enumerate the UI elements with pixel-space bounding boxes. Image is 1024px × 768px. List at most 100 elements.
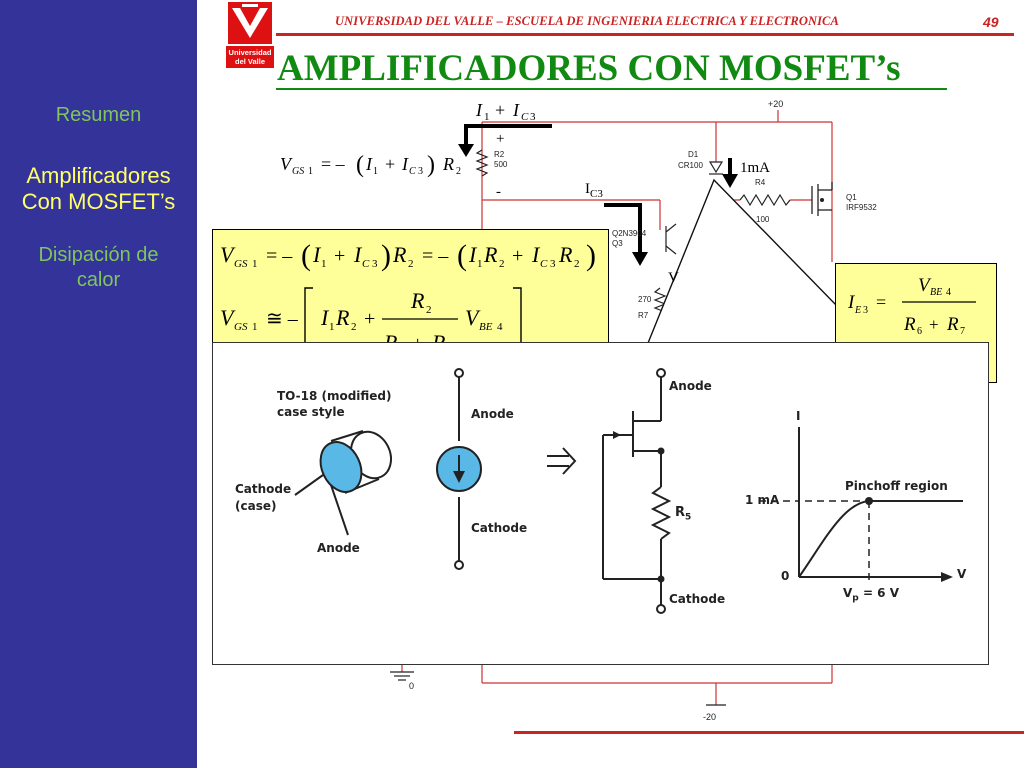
pinchoff-label: Pinchoff region — [845, 479, 948, 493]
svg-text:2: 2 — [426, 304, 432, 316]
page-number: 49 — [983, 14, 999, 30]
svg-text:4: 4 — [946, 287, 951, 298]
svg-text:2: 2 — [499, 258, 505, 270]
d1-ref-label: D1 — [688, 150, 699, 159]
svg-text:C: C — [409, 166, 416, 177]
svg-text:I: I — [365, 154, 373, 174]
current-label: 1mA — [740, 160, 770, 176]
svg-text:=: = — [876, 292, 886, 312]
sidebar-item-disipacion[interactable]: Disipación de calor — [0, 243, 197, 293]
axis-i-label: I — [796, 409, 801, 423]
i1-plus-ic3-label: I 1 + I C 3 — [475, 100, 536, 123]
svg-text:R: R — [335, 305, 350, 330]
svg-text:): ) — [427, 152, 435, 178]
svg-text:I: I — [531, 242, 541, 267]
svg-text:1: 1 — [373, 166, 378, 177]
anode-symbol-label: Anode — [471, 407, 514, 421]
cathode-symbol-label: Cathode — [471, 521, 528, 535]
svg-text:C: C — [540, 258, 548, 270]
svg-text:GS: GS — [234, 321, 248, 333]
cathode-case-label: Cathode — [235, 482, 292, 496]
svg-text:V: V — [220, 242, 236, 267]
svg-text:I: I — [320, 305, 330, 330]
logo-text: del Valle — [235, 57, 265, 66]
svg-text:I: I — [468, 242, 478, 267]
axis-zero-label: 0 — [781, 569, 790, 583]
svg-text:C: C — [521, 111, 529, 123]
header-rule — [276, 33, 1014, 36]
svg-text:3: 3 — [372, 258, 378, 270]
sidebar-item-label: Resumen — [55, 104, 142, 126]
title-underline — [276, 88, 947, 90]
svg-text:≅ –: ≅ – — [266, 308, 299, 330]
axis-v-label: V — [957, 567, 967, 581]
svg-text:+: + — [334, 245, 345, 267]
svg-text:1: 1 — [329, 321, 335, 333]
slide-title: AMPLIFICADORES CON MOSFET’s — [277, 48, 901, 89]
svg-text:1: 1 — [308, 166, 313, 177]
svg-text:(: ( — [457, 239, 467, 272]
svg-text:1: 1 — [252, 321, 258, 333]
r4-ref-label: R4 — [755, 178, 766, 187]
anode-package-label: Anode — [317, 541, 360, 555]
sidebar-item-label: calor — [76, 269, 121, 291]
svg-text:C: C — [362, 258, 370, 270]
svg-text:R: R — [558, 242, 573, 267]
svg-text:2: 2 — [408, 258, 414, 270]
university-header: UNIVERSIDAD DEL VALLE – ESCUELA DE INGEN… — [335, 14, 839, 28]
svg-text:+: + — [495, 100, 505, 120]
svg-text:1: 1 — [321, 258, 327, 270]
svg-text:E: E — [854, 305, 861, 316]
r7-value-label: 270 — [638, 295, 652, 304]
svg-text:I: I — [475, 100, 483, 120]
supply-pos-label: +20 — [768, 99, 783, 109]
sidebar-item-resumen[interactable]: Resumen — [0, 104, 197, 127]
svg-text:GS: GS — [234, 258, 248, 270]
r2-ref-label: R2 — [494, 150, 505, 159]
sidebar-item-label: Disipación de — [38, 244, 159, 266]
svg-text:3: 3 — [550, 258, 556, 270]
q1-part-label: IRF9532 — [846, 203, 877, 212]
svg-text:2: 2 — [574, 258, 580, 270]
svg-text:+: + — [929, 315, 939, 334]
svg-text:+: + — [385, 154, 395, 174]
svg-text:I: I — [401, 154, 409, 174]
svg-text:R: R — [442, 154, 454, 174]
svg-text:I: I — [353, 242, 363, 267]
svg-text:2: 2 — [351, 321, 357, 333]
svg-text:V: V — [465, 305, 481, 330]
svg-text:BE: BE — [479, 321, 493, 333]
r7-ref-label: R7 — [638, 311, 649, 320]
sidebar: Resumen Amplificadores Con MOSFET’s Disi… — [0, 0, 197, 768]
sidebar-item-label: Con MOSFET’s — [21, 188, 176, 214]
svg-text:(: ( — [356, 152, 364, 178]
footer-rule — [514, 731, 1024, 734]
v-label: V — [668, 270, 679, 286]
svg-text:V: V — [280, 154, 293, 174]
svg-text:1: 1 — [484, 111, 490, 123]
svg-text:V: V — [918, 275, 932, 296]
svg-text:= –: = – — [321, 154, 346, 174]
anode-fet-label: Anode — [669, 379, 712, 393]
svg-text:2: 2 — [456, 166, 461, 177]
sidebar-item-label: Amplificadores — [26, 163, 171, 188]
svg-text:3: 3 — [530, 111, 536, 123]
one-ma-label: 1 mA — [745, 493, 780, 507]
svg-text:I: I — [512, 100, 520, 120]
cathode-case-sub: (case) — [235, 499, 277, 513]
case-title: TO-18 (modified) — [277, 389, 392, 403]
svg-text:1: 1 — [477, 258, 483, 270]
svg-text:): ) — [381, 239, 391, 272]
svg-text:BE: BE — [930, 287, 942, 298]
university-logo: Universidad del Valle — [226, 2, 274, 68]
svg-text:3: 3 — [418, 166, 423, 177]
sidebar-item-amplificadores[interactable]: Amplificadores Con MOSFET’s — [0, 163, 197, 215]
svg-text:V: V — [220, 305, 236, 330]
svg-text:R: R — [903, 314, 916, 335]
minus-sign: - — [496, 184, 501, 200]
svg-text:1: 1 — [252, 258, 258, 270]
svg-text:GS: GS — [292, 166, 304, 177]
svg-text:R: R — [392, 242, 407, 267]
plus-sign: + — [496, 131, 504, 147]
vp-label: Vp = 6 V — [843, 586, 899, 604]
